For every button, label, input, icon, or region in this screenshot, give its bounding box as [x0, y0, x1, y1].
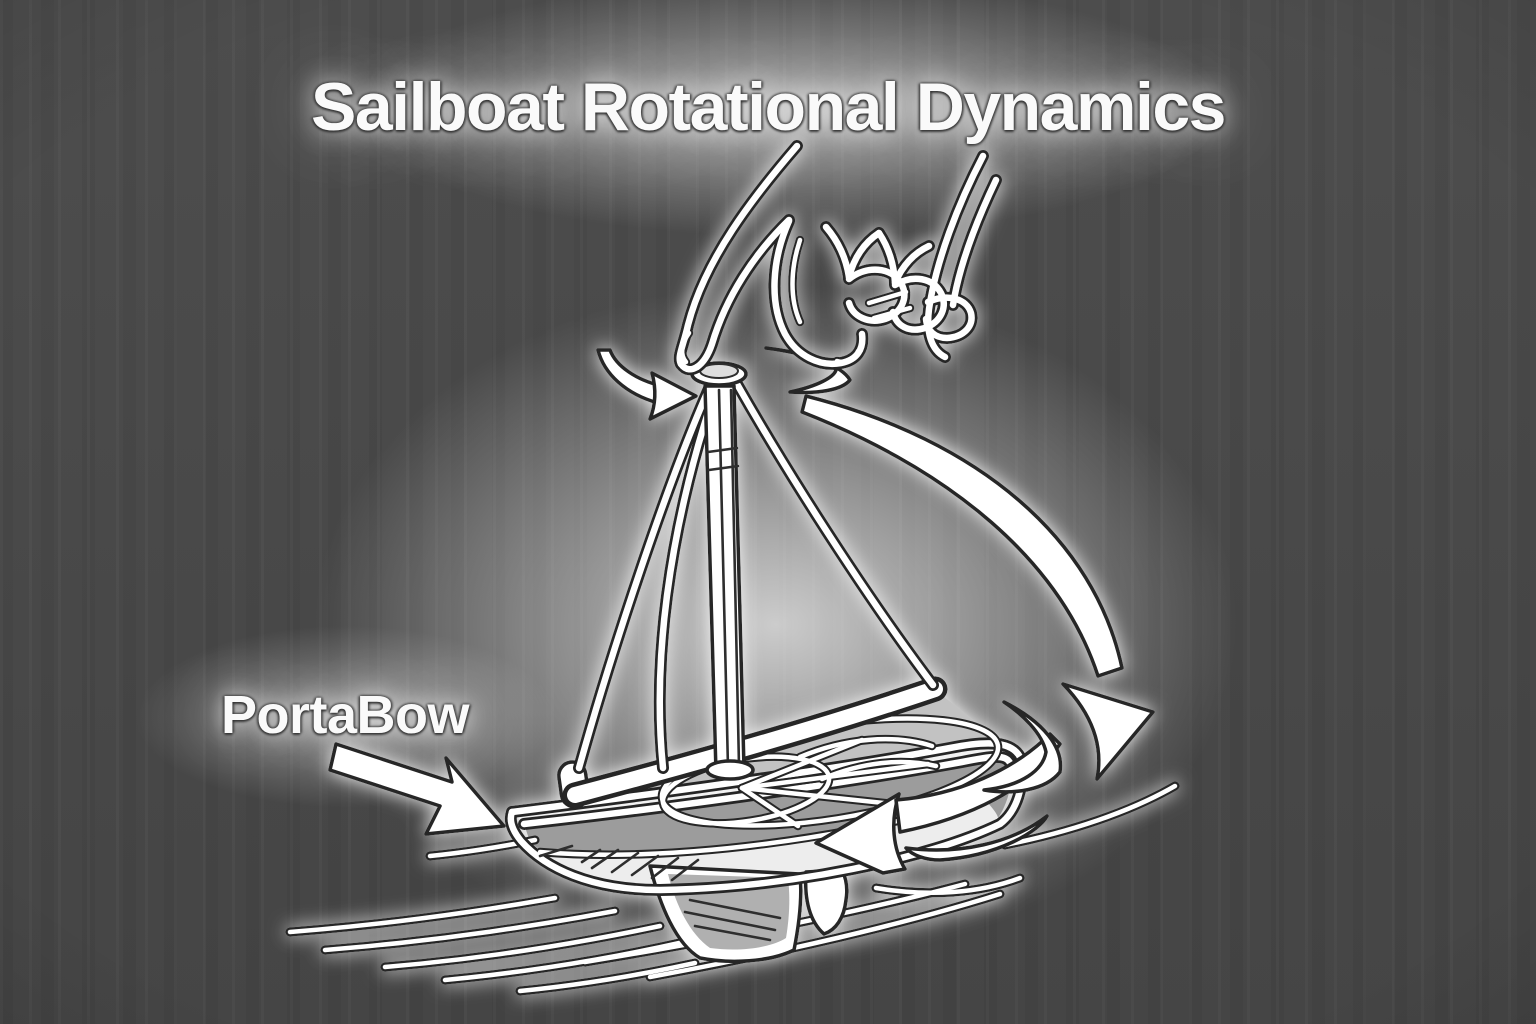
- rudder: [803, 868, 849, 936]
- hand-illustration: [680, 146, 996, 369]
- hull-rotation-arrow-icon: [814, 700, 1063, 875]
- hull-hatching: [538, 844, 700, 882]
- yaw-sweep-arrow-icon: [800, 394, 1155, 781]
- mast-spin-arrow-icon: [596, 346, 852, 421]
- mast-base: [705, 759, 755, 781]
- portabow-label: PortaBow: [221, 685, 470, 745]
- page-title: Sailboat Rotational Dynamics: [311, 69, 1226, 145]
- portabow-arrow-icon: [328, 742, 506, 836]
- mast: [690, 361, 755, 781]
